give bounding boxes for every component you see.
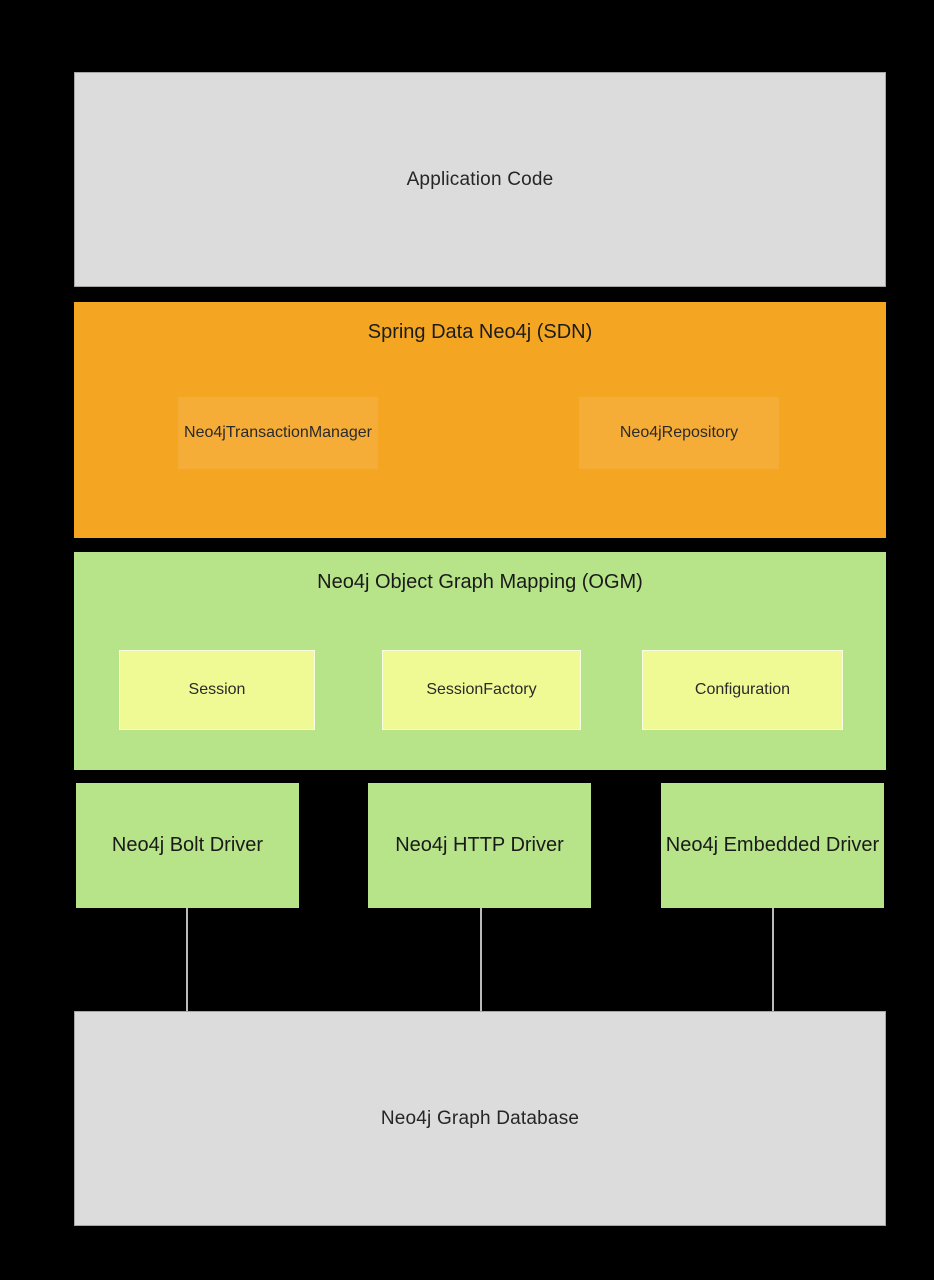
- http-driver-label: Neo4j HTTP Driver: [395, 834, 564, 856]
- application-code-label: Application Code: [406, 168, 554, 190]
- graph-database-box: Neo4j Graph Database: [74, 1011, 886, 1226]
- embedded-driver-label: Neo4j Embedded Driver: [665, 834, 880, 856]
- neo4j-repository-box: Neo4jRepository: [579, 397, 779, 469]
- session-factory-label: SessionFactory: [426, 681, 537, 698]
- graph-database-label: Neo4j Graph Database: [380, 1107, 580, 1129]
- configuration-box: Configuration: [642, 650, 843, 730]
- embedded-driver-box: Neo4j Embedded Driver: [661, 783, 884, 908]
- http-driver-box: Neo4j HTTP Driver: [368, 783, 591, 908]
- bolt-driver-label: Neo4j Bolt Driver: [111, 834, 264, 856]
- sdn-layer-title: Spring Data Neo4j (SDN): [367, 321, 593, 343]
- sdn-layer-box: Spring Data Neo4j (SDN) Neo4jTransaction…: [74, 302, 886, 538]
- http-driver-connector-line: [480, 908, 482, 1011]
- neo4j-repository-label: Neo4jRepository: [619, 424, 739, 441]
- neo4j-transaction-manager-label: Neo4jTransactionManager: [184, 424, 372, 441]
- neo4j-transaction-manager-box: Neo4jTransactionManager: [178, 397, 378, 469]
- application-code-box: Application Code: [74, 72, 886, 287]
- ogm-layer-title: Neo4j Object Graph Mapping (OGM): [317, 571, 643, 593]
- session-factory-box: SessionFactory: [382, 650, 581, 730]
- bolt-driver-box: Neo4j Bolt Driver: [76, 783, 299, 908]
- configuration-label: Configuration: [694, 681, 791, 698]
- ogm-layer-box: Neo4j Object Graph Mapping (OGM) Session…: [74, 552, 886, 770]
- session-box: Session: [119, 650, 315, 730]
- bolt-driver-connector-line: [186, 908, 188, 1011]
- embedded-driver-connector-line: [772, 908, 774, 1011]
- session-label: Session: [188, 681, 246, 698]
